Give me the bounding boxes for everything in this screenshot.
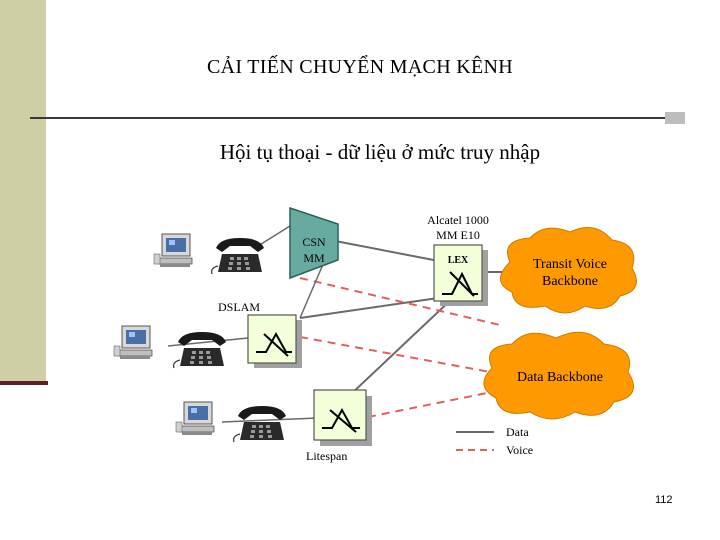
- connection-lines: [167, 225, 505, 423]
- slide-title: CẢI TIẾN CHUYỂN MẠCH KÊNH: [206, 56, 513, 78]
- data-backbone-label: Data Backbone: [517, 370, 603, 385]
- dslam-label: DSLAM: [218, 300, 260, 314]
- csn-mm-node: CSN MM: [289, 206, 339, 280]
- alcatel-label-line1: Alcatel 1000: [427, 213, 489, 227]
- lex-label: LEX: [448, 255, 469, 266]
- title-rule-accent: [665, 112, 685, 124]
- transit-voice-backbone-cloud: Transit Voice Backbone: [500, 227, 637, 314]
- phone-icon: [233, 405, 287, 443]
- pc-icon: [175, 401, 215, 436]
- data-line-csn-lex: [329, 239, 445, 263]
- legend: Data Voice: [456, 425, 533, 457]
- pc-icon: [153, 233, 193, 268]
- data-line-dslam-lex: [299, 295, 453, 319]
- line-pc-litespan: [221, 417, 319, 423]
- csn-label-line2: MM: [303, 251, 325, 265]
- data-backbone-cloud: Data Backbone: [483, 331, 635, 420]
- litespan-switch: [313, 389, 372, 446]
- pc-icon: [113, 325, 153, 360]
- legend-voice-label: Voice: [506, 443, 533, 457]
- slide-subtitle: Hội tụ thoại - dữ liệu ở mức truy nhập: [219, 140, 541, 164]
- litespan-label: Litespan: [306, 449, 347, 463]
- sidebar-accent: [0, 381, 48, 385]
- dslam-switch: [247, 314, 302, 368]
- voice-line-csn-cloud: [299, 277, 501, 326]
- data-line-csn-dslam: [299, 261, 325, 319]
- line-phone-csn: [257, 225, 291, 247]
- sidebar-band: [0, 0, 46, 385]
- voice-line-dslam-cloud: [299, 336, 491, 373]
- page-number: 112: [655, 494, 673, 506]
- data-line-litespan-lex: [349, 295, 456, 396]
- transit-label-line1: Transit Voice: [533, 257, 607, 272]
- transit-label-line2: Backbone: [542, 274, 598, 289]
- title-rule: [30, 117, 685, 119]
- phone-icon: [173, 331, 227, 369]
- voice-line-litespan-cloud: [367, 391, 493, 418]
- alcatel-label-line2: MM E10: [436, 228, 480, 242]
- line-pc-dslam: [167, 337, 249, 347]
- lex-switch: LEX: [433, 244, 488, 306]
- csn-label-line1: CSN: [302, 235, 326, 249]
- legend-data-label: Data: [506, 425, 529, 439]
- phone-icon: [211, 237, 265, 275]
